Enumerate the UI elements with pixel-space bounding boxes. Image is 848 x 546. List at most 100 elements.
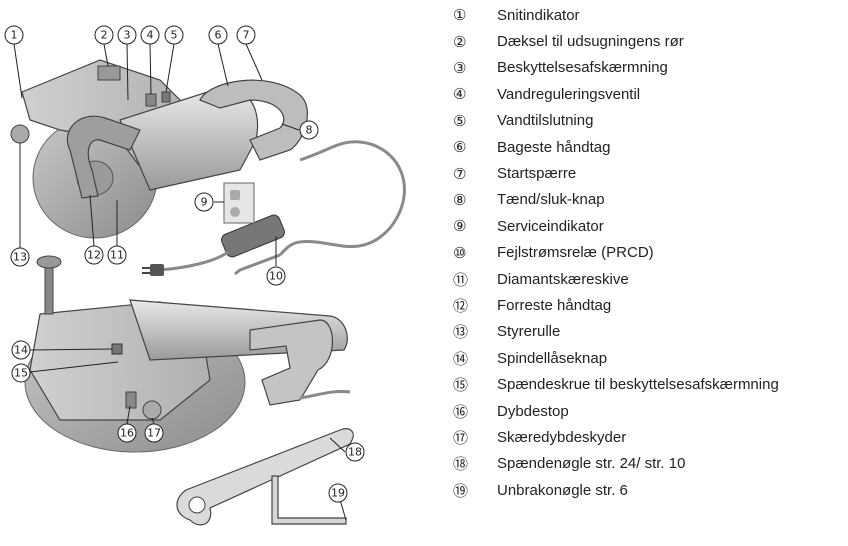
side-rear-handle xyxy=(250,320,333,405)
legend-number: ⑤ xyxy=(453,112,497,130)
legend-number: ⑬ xyxy=(453,321,497,342)
svg-text:5: 5 xyxy=(171,29,178,42)
legend-label: Dybdestop xyxy=(497,403,569,420)
svg-text:1: 1 xyxy=(11,29,18,42)
prcd-device xyxy=(142,213,286,276)
callout-4: 4 xyxy=(141,26,159,44)
callout-11: 11 xyxy=(108,246,126,264)
legend-number: ⑲ xyxy=(453,480,497,501)
callout-3: 3 xyxy=(118,26,136,44)
callout-7: 7 xyxy=(237,26,255,44)
cutter-side-view xyxy=(25,256,350,452)
legend-number: ⑯ xyxy=(453,401,497,422)
legend-number: ⑦ xyxy=(453,165,497,183)
svg-text:10: 10 xyxy=(269,270,283,283)
legend-number: ⑰ xyxy=(453,427,497,448)
callout-19: 19 xyxy=(329,484,347,502)
legend-number: ⑩ xyxy=(453,244,497,262)
legend-label: Unbrakonøgle str. 6 xyxy=(497,482,628,499)
svg-text:4: 4 xyxy=(147,29,154,42)
svg-text:14: 14 xyxy=(14,344,28,357)
legend-label: Styrerulle xyxy=(497,323,560,340)
callout-2: 2 xyxy=(95,26,113,44)
svg-text:7: 7 xyxy=(243,29,250,42)
svg-text:18: 18 xyxy=(348,446,362,459)
callout-14: 14 xyxy=(12,341,30,359)
legend-label: Forreste håndtag xyxy=(497,297,611,314)
callout-18: 18 xyxy=(346,443,364,461)
svg-text:15: 15 xyxy=(14,367,28,380)
water-connection xyxy=(162,92,170,102)
svg-text:3: 3 xyxy=(124,29,131,42)
callout-15: 15 xyxy=(12,364,30,382)
svg-text:11: 11 xyxy=(110,249,124,262)
legend-label: Tænd/sluk-knap xyxy=(497,191,605,208)
legend-label: Serviceindikator xyxy=(497,218,604,235)
svg-text:19: 19 xyxy=(331,487,345,500)
legend-label: Snitindikator xyxy=(497,7,580,24)
cutter-top-view xyxy=(11,60,404,276)
depth-stop xyxy=(126,392,136,408)
legend-number: ⑭ xyxy=(453,348,497,369)
svg-text:17: 17 xyxy=(147,427,161,440)
svg-text:9: 9 xyxy=(201,196,208,209)
svg-text:13: 13 xyxy=(13,251,27,264)
legend-number: ⑫ xyxy=(453,295,497,316)
callout-6: 6 xyxy=(209,26,227,44)
legend-label: Dæksel til udsugningens rør xyxy=(497,33,684,50)
callout-9: 9 xyxy=(195,193,213,211)
legend-label: Spændenøgle str. 24/ str. 10 xyxy=(497,455,685,472)
legend-number: ② xyxy=(453,33,497,51)
legend-number: ⑱ xyxy=(453,453,497,474)
power-cord xyxy=(280,142,404,255)
service-indicator-panel xyxy=(224,183,254,223)
callout-16: 16 xyxy=(118,424,136,442)
legend-label: Bageste håndtag xyxy=(497,139,610,156)
legend-number: ⑨ xyxy=(453,217,497,235)
water-valve xyxy=(146,94,156,106)
legend-number: ⑪ xyxy=(453,269,497,290)
callout-10: 10 xyxy=(267,267,285,285)
svg-text:16: 16 xyxy=(120,427,134,440)
callout-13: 13 xyxy=(11,248,29,266)
accessories xyxy=(177,429,353,525)
legend-label: Spændeskrue til beskyttelsesafskærmning xyxy=(497,376,779,393)
svg-text:12: 12 xyxy=(87,249,101,262)
legend-label: Beskyttelsesafskærmning xyxy=(497,59,668,76)
legend-number: ⑮ xyxy=(453,374,497,395)
extraction-pipe xyxy=(45,262,53,314)
legend-number: ⑧ xyxy=(453,191,497,209)
svg-text:6: 6 xyxy=(215,29,222,42)
callout-1: 1 xyxy=(5,26,23,44)
callout-12: 12 xyxy=(85,246,103,264)
legend-label: Fejlstrømsrelæ (PRCD) xyxy=(497,244,654,261)
extraction-cover xyxy=(98,66,120,80)
callout-8: 8 xyxy=(300,121,318,139)
callout-5: 5 xyxy=(165,26,183,44)
spindle-lock-button xyxy=(112,344,122,354)
guide-roller xyxy=(11,125,29,143)
legend-label: Diamantskæreskive xyxy=(497,271,629,288)
legend-label: Vandtilslutning xyxy=(497,112,593,129)
legend-number: ⑥ xyxy=(453,138,497,156)
